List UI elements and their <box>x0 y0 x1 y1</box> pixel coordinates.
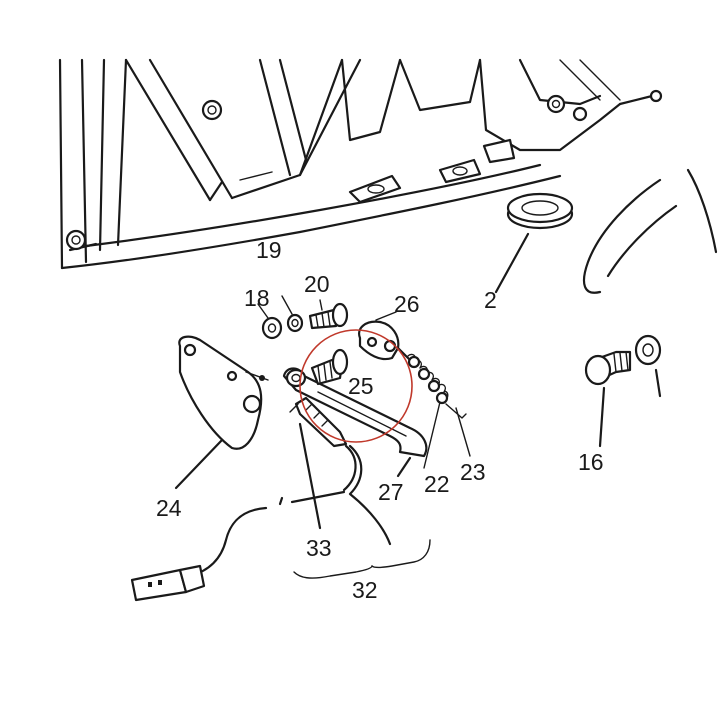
callout-labels: 2 16 18 19 20 22 23 24 25 26 27 32 33 <box>156 237 604 603</box>
callout-27: 27 <box>378 479 404 505</box>
washers-and-bolt-parts-18-19-20 <box>257 295 349 340</box>
callout-24: 24 <box>156 495 182 521</box>
highlight-circle <box>299 329 413 443</box>
bolt-and-washer-part-16 <box>584 334 662 448</box>
callout-33: 33 <box>306 535 332 561</box>
stand-switch-part-33 <box>289 396 348 530</box>
callout-19: 19 <box>256 237 282 263</box>
callout-25: 25 <box>348 373 374 399</box>
callout-16: 16 <box>578 449 604 475</box>
seal-ring-part-2 <box>494 192 574 294</box>
pivot-bolt-part-25 <box>310 348 349 386</box>
spring-part-22 <box>396 346 471 469</box>
mounting-plate-part-24 <box>174 335 269 490</box>
wiring-harness-part-32 <box>130 444 431 602</box>
callout-32: 32 <box>352 577 378 603</box>
motorcycle-frame <box>58 58 718 294</box>
callout-26: 26 <box>394 291 420 317</box>
callout-18: 18 <box>244 285 270 311</box>
callout-22: 22 <box>424 471 450 497</box>
callout-20: 20 <box>304 271 330 297</box>
callout-2: 2 <box>484 287 497 313</box>
side-stand-lever-part-27 <box>282 367 428 478</box>
callout-23: 23 <box>460 459 486 485</box>
